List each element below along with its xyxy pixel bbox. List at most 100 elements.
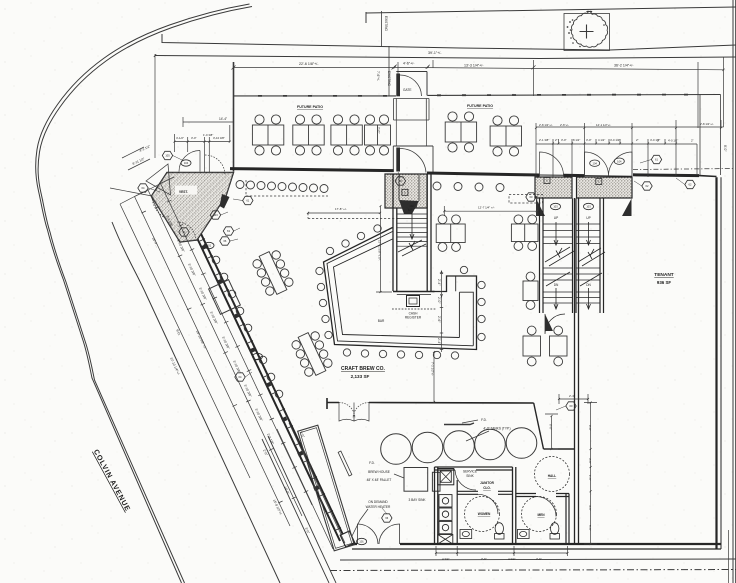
svg-text:FUTURE PATIO: FUTURE PATIO [297, 105, 323, 109]
svg-text:104: 104 [593, 161, 598, 165]
svg-text:6'-6": 6'-6" [549, 424, 553, 430]
svg-text:2,133 SF: 2,133 SF [351, 374, 370, 379]
svg-text:4 3/4": 4 3/4" [508, 557, 515, 561]
svg-text:2": 2" [691, 139, 694, 143]
svg-text:2'-6": 2'-6" [437, 316, 441, 322]
svg-text:48' X 48' PALLET: 48' X 48' PALLET [367, 478, 392, 482]
svg-text:64: 64 [239, 375, 242, 379]
svg-text:4'-0 1/2": 4'-0 1/2" [610, 138, 620, 142]
svg-text:VEST.: VEST. [179, 190, 188, 194]
svg-text:2'-4": 2'-4" [437, 338, 441, 344]
svg-text:BAR: BAR [378, 319, 385, 323]
svg-text:EXISTING: EXISTING [387, 71, 391, 86]
svg-text:15'-11 5/8" V.I.F.: 15'-11 5/8" V.I.F. [378, 240, 382, 261]
svg-text:4 3/4": 4 3/4" [442, 557, 449, 561]
svg-text:14'-1 1/2"+/-: 14'-1 1/2"+/- [596, 123, 611, 127]
svg-text:2'-4": 2'-4" [437, 279, 441, 285]
svg-text:4 1/2": 4 1/2" [598, 138, 605, 142]
svg-text:15'-8 1/2"+/-: 15'-8 1/2"+/- [272, 499, 283, 516]
svg-text:3'-10 3/8": 3'-10 3/8" [254, 408, 263, 422]
svg-text:2'-8 1/2"+/-: 2'-8 1/2"+/- [539, 123, 553, 127]
svg-text:HALL: HALL [548, 474, 557, 478]
svg-text:DN: DN [586, 283, 591, 287]
svg-text:7'-6": 7'-6" [481, 557, 487, 561]
svg-text:WOMEN: WOMEN [478, 512, 491, 516]
svg-text:UP: UP [586, 216, 590, 220]
svg-text:WATER HEATER: WATER HEATER [366, 505, 391, 509]
svg-text:5'-6": 5'-6" [588, 525, 592, 531]
svg-text:13'-3 1/4"+/-: 13'-3 1/4"+/- [464, 64, 484, 68]
svg-text:60: 60 [530, 195, 533, 199]
svg-text:14'-4": 14'-4" [219, 117, 227, 121]
svg-text:CLO.: CLO. [483, 486, 491, 490]
svg-text:66: 66 [399, 179, 402, 183]
svg-text:61: 61 [246, 199, 249, 203]
svg-text:2": 2" [555, 138, 558, 142]
svg-text:4'-1/2": 4'-1/2" [176, 136, 184, 140]
svg-text:2'-4": 2'-4" [569, 394, 575, 398]
svg-text:3'-10 3/8": 3'-10 3/8" [187, 263, 196, 277]
svg-text:8'-0": 8'-0" [723, 145, 727, 151]
svg-text:62: 62 [689, 183, 692, 187]
svg-text:104: 104 [617, 159, 622, 163]
svg-text:105: 105 [165, 154, 170, 158]
svg-text:2'-0": 2'-0" [262, 449, 268, 456]
svg-text:R.O.: R.O. [175, 329, 181, 337]
svg-text:103: 103 [213, 213, 218, 217]
svg-text:3'-6 3/8": 3'-6 3/8" [165, 215, 174, 227]
svg-text:SERVICE: SERVICE [463, 470, 477, 474]
svg-text:4'-1 1/2": 4'-1 1/2" [139, 144, 151, 153]
svg-text:7'-6"+/-: 7'-6"+/- [376, 71, 380, 81]
svg-text:2'-6"+/-: 2'-6"+/- [560, 123, 569, 127]
svg-text:EXISTING: EXISTING [384, 16, 388, 31]
svg-text:3'-0": 3'-0" [561, 138, 567, 142]
svg-text:3'-6": 3'-6" [588, 458, 592, 464]
svg-text:4'-0" TANKS (TYP.): 4'-0" TANKS (TYP.) [483, 427, 510, 431]
svg-text:66: 66 [223, 239, 226, 243]
svg-text:3'-10 3/8": 3'-10 3/8" [221, 336, 230, 350]
svg-text:1'-0 3/8": 1'-0 3/8" [203, 133, 213, 137]
svg-text:TENANT: TENANT [654, 272, 674, 278]
svg-text:66: 66 [385, 516, 388, 520]
svg-text:MEN: MEN [537, 513, 545, 517]
svg-text:102: 102 [409, 204, 414, 208]
svg-text:ON DEMAND: ON DEMAND [368, 500, 388, 504]
svg-text:103: 103 [553, 205, 558, 209]
svg-text:37'-10 1/4"+/-: 37'-10 1/4"+/- [169, 357, 181, 376]
svg-text:104: 104 [184, 161, 189, 165]
svg-text:1'-6": 1'-6" [588, 475, 592, 481]
svg-text:UP: UP [554, 216, 558, 220]
svg-text:JANITOR: JANITOR [480, 481, 495, 485]
svg-text:DN: DN [554, 283, 559, 287]
svg-text:4'-0 1/2": 4'-0 1/2" [668, 139, 678, 143]
svg-text:22'-6 1/8"+/-: 22'-6 1/8"+/- [299, 62, 319, 66]
svg-text:FUTURE PATIO: FUTURE PATIO [467, 104, 493, 108]
svg-text:16'-4"...: 16'-4"... [151, 237, 159, 249]
svg-text:1: 1 [546, 179, 548, 183]
svg-text:17'-8" +/-: 17'-8" +/- [335, 207, 347, 211]
svg-text:64: 64 [183, 230, 186, 234]
svg-text:8 1/2": 8 1/2" [573, 138, 580, 142]
svg-text:2": 2" [636, 138, 639, 142]
svg-text:4'-6"+/-: 4'-6"+/- [403, 62, 415, 66]
svg-text:8'-11 1/2": 8'-11 1/2" [132, 157, 146, 166]
svg-text:2'-0": 2'-0" [437, 297, 441, 303]
svg-text:3'-0": 3'-0" [304, 527, 310, 534]
svg-text:9'-0": 9'-0" [588, 425, 592, 431]
svg-text:3'-10 3/8": 3'-10 3/8" [243, 384, 252, 398]
svg-text:REGISTER: REGISTER [405, 316, 422, 320]
svg-text:39'-1"+/-: 39'-1"+/- [428, 51, 442, 55]
svg-text:GATE: GATE [403, 88, 411, 92]
svg-text:7'-6": 7'-6" [536, 557, 542, 561]
svg-text:BREW HOUSE: BREW HOUSE [368, 470, 390, 474]
svg-text:4'-6": 4'-6" [588, 505, 592, 511]
svg-text:101: 101 [359, 540, 364, 544]
svg-text:101: 101 [207, 244, 212, 248]
svg-text:3 BAY SINK: 3 BAY SINK [408, 498, 426, 502]
svg-text:7'-2 1/2"+/-: 7'-2 1/2"+/- [431, 362, 435, 376]
svg-text:CASH: CASH [409, 312, 419, 316]
svg-text:64: 64 [142, 186, 145, 190]
svg-text:61: 61 [655, 158, 658, 162]
svg-text:SINK: SINK [466, 474, 474, 478]
svg-text:3'-10 3/8": 3'-10 3/8" [232, 360, 241, 374]
